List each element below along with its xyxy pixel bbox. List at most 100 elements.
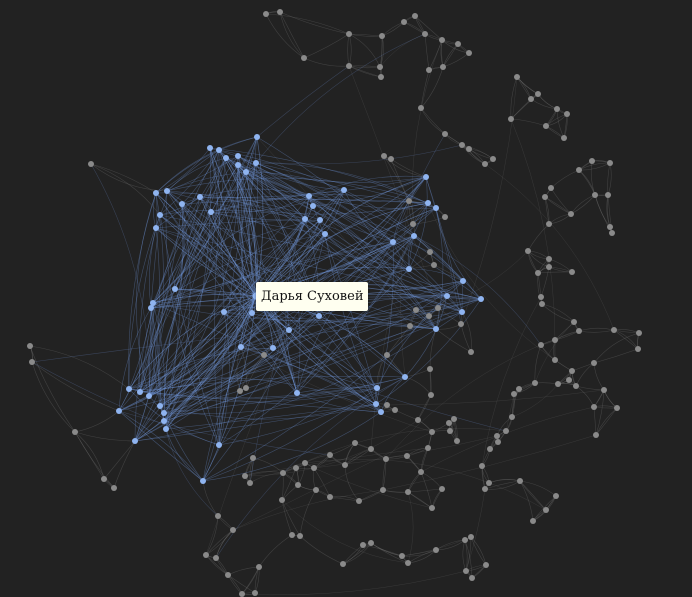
graph-node[interactable] <box>614 405 620 411</box>
graph-node[interactable] <box>532 380 538 386</box>
graph-node[interactable] <box>543 123 549 129</box>
graph-node[interactable] <box>469 575 475 581</box>
graph-node-highlighted[interactable] <box>322 231 328 237</box>
graph-node[interactable] <box>508 116 514 122</box>
graph-node[interactable] <box>463 568 469 574</box>
graph-node-highlighted[interactable] <box>161 410 167 416</box>
graph-node[interactable] <box>383 456 389 462</box>
graph-node[interactable] <box>88 161 94 167</box>
graph-node[interactable] <box>514 74 520 80</box>
graph-node[interactable] <box>346 31 352 37</box>
graph-node[interactable] <box>418 105 424 111</box>
graph-node[interactable] <box>247 480 253 486</box>
graph-node-highlighted[interactable] <box>294 390 300 396</box>
graph-node[interactable] <box>462 537 468 543</box>
graph-node-highlighted[interactable] <box>459 309 465 315</box>
graph-node[interactable] <box>368 540 374 546</box>
graph-node[interactable] <box>542 194 548 200</box>
graph-node-highlighted[interactable] <box>406 266 412 272</box>
graph-node[interactable] <box>546 256 552 262</box>
graph-node[interactable] <box>607 224 613 230</box>
graph-node[interactable] <box>442 214 448 220</box>
graph-node[interactable] <box>413 307 419 313</box>
graph-node[interactable] <box>568 211 574 217</box>
graph-node[interactable] <box>442 131 448 137</box>
graph-node[interactable] <box>405 489 411 495</box>
graph-node-highlighted[interactable] <box>249 310 255 316</box>
graph-node[interactable] <box>261 352 267 358</box>
graph-node[interactable] <box>429 505 435 511</box>
graph-node-highlighted[interactable] <box>207 145 213 151</box>
graph-node[interactable] <box>593 432 599 438</box>
graph-node-highlighted[interactable] <box>148 305 154 311</box>
graph-node-highlighted[interactable] <box>402 374 408 380</box>
graph-node[interactable] <box>454 438 460 444</box>
graph-node[interactable] <box>415 417 421 423</box>
graph-node[interactable] <box>427 366 433 372</box>
graph-node[interactable] <box>360 542 366 548</box>
graph-node[interactable] <box>297 533 303 539</box>
graph-node[interactable] <box>27 343 33 349</box>
graph-node[interactable] <box>379 33 385 39</box>
graph-node[interactable] <box>425 445 431 451</box>
graph-node[interactable] <box>494 433 500 439</box>
graph-node[interactable] <box>591 404 597 410</box>
graph-node[interactable] <box>451 416 457 422</box>
graph-node-highlighted[interactable] <box>216 442 222 448</box>
graph-node-highlighted[interactable] <box>150 300 156 306</box>
graph-node[interactable] <box>495 439 501 445</box>
graph-node[interactable] <box>466 50 472 56</box>
graph-node[interactable] <box>571 319 577 325</box>
graph-node-highlighted[interactable] <box>161 418 167 424</box>
graph-node-highlighted[interactable] <box>221 309 227 315</box>
graph-node[interactable] <box>455 41 461 47</box>
graph-node[interactable] <box>378 74 384 80</box>
graph-node[interactable] <box>552 337 558 343</box>
graph-node[interactable] <box>327 494 333 500</box>
graph-node-highlighted[interactable] <box>126 386 132 392</box>
graph-node[interactable] <box>301 55 307 61</box>
graph-node[interactable] <box>410 221 416 227</box>
graph-node-highlighted[interactable] <box>238 344 244 350</box>
graph-node[interactable] <box>564 111 570 117</box>
graph-node[interactable] <box>546 221 552 227</box>
graph-node[interactable] <box>72 429 78 435</box>
graph-node[interactable] <box>252 590 258 596</box>
graph-node-highlighted[interactable] <box>132 438 138 444</box>
graph-node[interactable] <box>605 192 611 198</box>
graph-node-highlighted[interactable] <box>153 225 159 231</box>
graph-node[interactable] <box>213 555 219 561</box>
graph-node[interactable] <box>479 463 485 469</box>
graph-node[interactable] <box>426 67 432 73</box>
graph-node[interactable] <box>509 414 515 420</box>
graph-node[interactable] <box>609 230 615 236</box>
graph-node[interactable] <box>490 156 496 162</box>
graph-node[interactable] <box>203 552 209 558</box>
graph-node[interactable] <box>635 346 641 352</box>
graph-node[interactable] <box>535 91 541 97</box>
graph-node[interactable] <box>468 349 474 355</box>
graph-node[interactable] <box>412 13 418 19</box>
graph-node[interactable] <box>101 476 107 482</box>
graph-node[interactable] <box>543 507 549 513</box>
graph-node[interactable] <box>468 534 474 540</box>
graph-node-highlighted[interactable] <box>153 190 159 196</box>
graph-node-highlighted[interactable] <box>460 278 466 284</box>
graph-node[interactable] <box>601 387 607 393</box>
graph-node-highlighted[interactable] <box>243 169 249 175</box>
graph-node[interactable] <box>592 192 598 198</box>
graph-node[interactable] <box>428 392 434 398</box>
graph-node[interactable] <box>405 560 411 566</box>
graph-node[interactable] <box>528 96 534 102</box>
graph-node[interactable] <box>289 532 295 538</box>
graph-node[interactable] <box>636 330 642 336</box>
graph-node[interactable] <box>566 377 572 383</box>
graph-node-highlighted[interactable] <box>411 233 417 239</box>
graph-node[interactable] <box>576 167 582 173</box>
graph-node[interactable] <box>401 19 407 25</box>
graph-node[interactable] <box>539 301 545 307</box>
graph-node-highlighted[interactable] <box>163 426 169 432</box>
graph-node[interactable] <box>429 429 435 435</box>
graph-node[interactable] <box>256 564 262 570</box>
graph-node-highlighted[interactable] <box>286 327 292 333</box>
